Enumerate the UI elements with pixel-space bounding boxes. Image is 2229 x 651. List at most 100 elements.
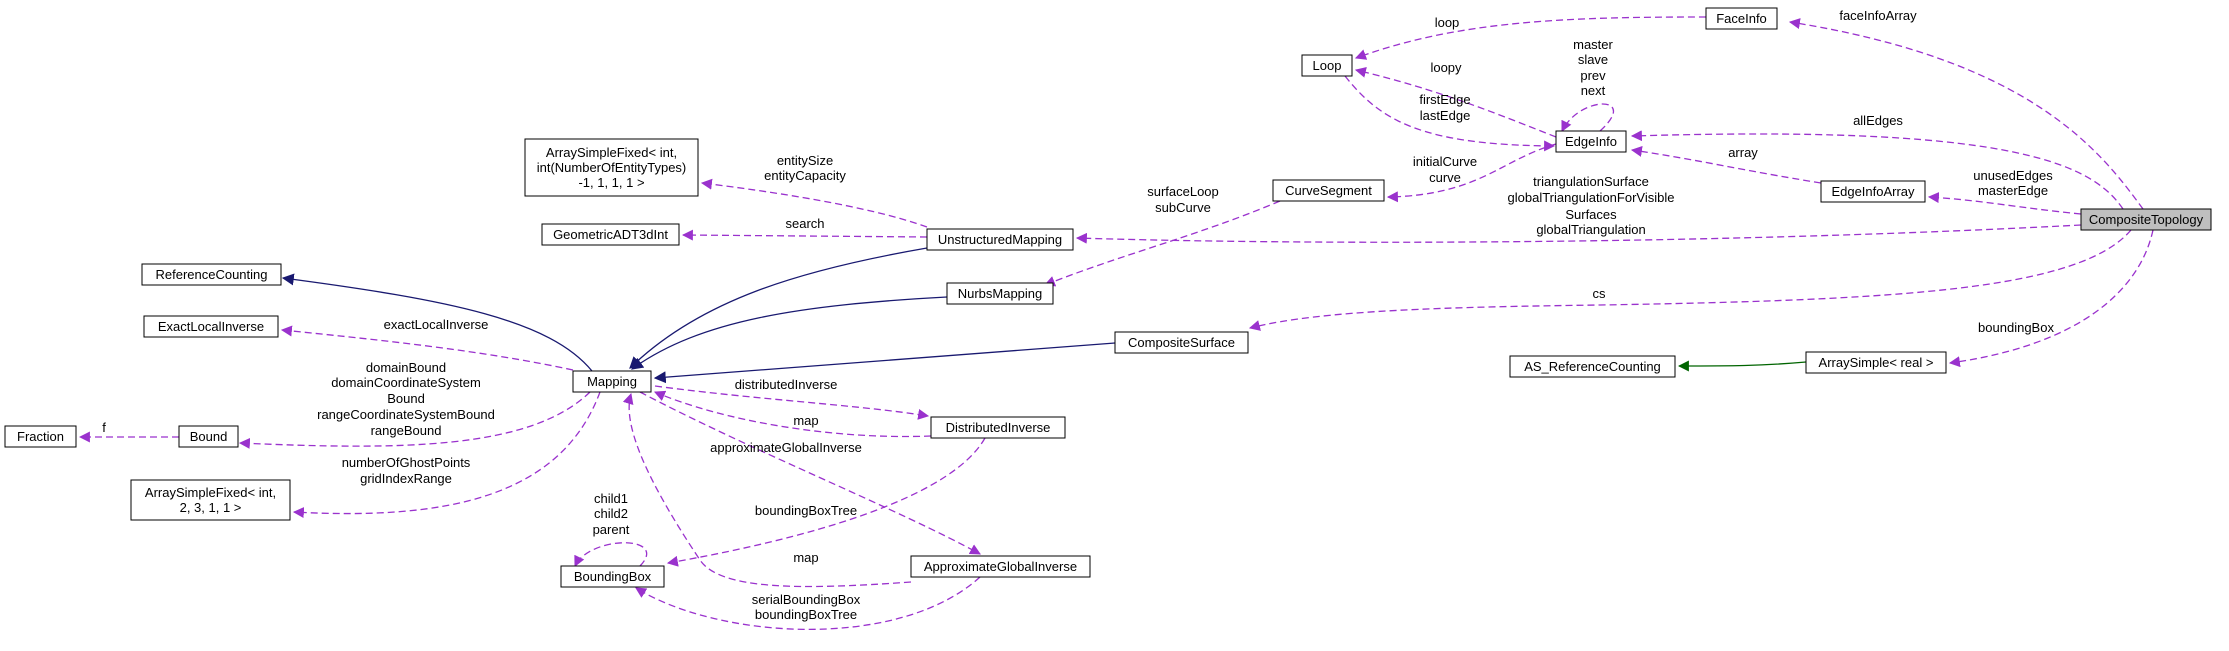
class-node-Mapping[interactable]: Mapping xyxy=(572,370,652,393)
edge-label: approximateGlobalInverse xyxy=(710,440,862,455)
edge-line-inherit-refcount xyxy=(281,273,593,372)
class-node-CompositeSurface[interactable]: CompositeSurface xyxy=(1114,331,1249,354)
class-node-box xyxy=(143,315,279,338)
edge-loopy: loopy xyxy=(1354,60,1557,138)
class-node-label: ReferenceCounting xyxy=(155,267,267,282)
edge-label: masterEdge xyxy=(1978,183,2048,198)
class-node-label: AS_ReferenceCounting xyxy=(1524,359,1661,374)
class-node-label: ApproximateGlobalInverse xyxy=(924,559,1077,574)
edge-label: exactLocalInverse xyxy=(384,317,489,332)
class-node-box xyxy=(1705,7,1778,30)
class-node-CompositeTopology[interactable]: CompositeTopology xyxy=(2080,208,2212,231)
edge-line-faceInfoArray xyxy=(1788,18,2144,210)
edge-line-triangulation xyxy=(1075,224,2082,244)
class-node-CurveSegment[interactable]: CurveSegment xyxy=(1272,179,1385,202)
class-node-NurbsMapping[interactable]: NurbsMapping xyxy=(946,282,1054,305)
class-node-Bound[interactable]: Bound xyxy=(178,425,239,448)
edge-label: surfaceLoop xyxy=(1147,184,1219,199)
edge-label: array xyxy=(1728,145,1758,160)
edge-label: lastEdge xyxy=(1420,108,1471,123)
class-node-label: EdgeInfo xyxy=(1565,134,1617,149)
edge-search: search xyxy=(681,216,928,241)
class-node-ApproximateGlobalInverse[interactable]: ApproximateGlobalInverse xyxy=(910,555,1091,578)
class-node-box xyxy=(1805,351,1947,374)
edge-map-di: map xyxy=(653,390,932,438)
class-node-ExactLocalInverse[interactable]: ExactLocalInverse xyxy=(143,315,279,338)
class-node-label: ArraySimpleFixed< int, xyxy=(546,145,677,160)
edge-label: next xyxy=(1581,83,1606,98)
class-node-EdgeInfo[interactable]: EdgeInfo xyxy=(1555,130,1627,153)
class-node-ArraySimpleReal[interactable]: ArraySimple< real > xyxy=(1805,351,1947,374)
edge-line-inherit-nurbs xyxy=(631,296,948,370)
edge-boundingBoxTree: boundingBoxTree xyxy=(666,437,986,567)
edge-label: Surfaces xyxy=(1565,207,1617,222)
edge-template-arraysimple xyxy=(1677,360,1807,372)
class-node-box xyxy=(910,555,1091,578)
class-node-Loop[interactable]: Loop xyxy=(1301,54,1353,77)
edge-label: domainCoordinateSystem xyxy=(331,375,481,390)
edge-line-allEdges xyxy=(1630,130,2124,210)
class-node-label: UnstructuredMapping xyxy=(938,232,1062,247)
edge-approximateGlobalInverse: approximateGlobalInverse xyxy=(639,391,981,555)
class-node-box xyxy=(141,263,282,286)
class-node-label: Mapping xyxy=(587,374,637,389)
edge-label: child2 xyxy=(594,506,628,521)
edge-line-approximateGlobalInverse xyxy=(639,391,981,555)
class-node-ArraySimpleFixedGhost[interactable]: ArraySimpleFixed< int,2, 3, 1, 1 > xyxy=(130,479,291,521)
edge-label: boundingBox xyxy=(1978,320,2054,335)
class-node-UnstructuredMapping[interactable]: UnstructuredMapping xyxy=(926,228,1074,251)
edge-line-serialBoundingBox xyxy=(635,576,981,631)
edge-line-initialCurve xyxy=(1386,143,1557,203)
edge-line-loopy xyxy=(1354,66,1557,138)
class-node-ReferenceCounting[interactable]: ReferenceCounting xyxy=(141,263,282,286)
edge-line-bounds xyxy=(238,391,591,449)
class-node-FaceInfo[interactable]: FaceInfo xyxy=(1705,7,1778,30)
class-node-label: EdgeInfoArray xyxy=(1831,184,1915,199)
edge-array: array xyxy=(1630,145,1822,184)
class-node-box xyxy=(2080,208,2212,231)
edge-line-inherit-composite xyxy=(653,342,1116,384)
edge-label: rangeBound xyxy=(371,423,442,438)
class-node-Fraction[interactable]: Fraction xyxy=(4,425,77,448)
edge-label: domainBound xyxy=(366,360,446,375)
class-node-label: FaceInfo xyxy=(1716,11,1767,26)
class-node-box xyxy=(524,138,699,197)
class-node-label: Fraction xyxy=(17,429,64,444)
edge-label: subCurve xyxy=(1155,200,1211,215)
class-node-GeometricADT3dInt[interactable]: GeometricADT3dInt xyxy=(541,223,680,246)
class-node-box xyxy=(946,282,1054,305)
class-node-label: DistributedInverse xyxy=(946,420,1051,435)
edge-label: serialBoundingBox xyxy=(752,592,861,607)
class-node-AS_ReferenceCounting[interactable]: AS_ReferenceCounting xyxy=(1509,355,1676,378)
class-node-box xyxy=(1114,331,1249,354)
edge-loop: loop xyxy=(1354,15,1707,60)
edge-label: triangulationSurface xyxy=(1533,174,1649,189)
class-node-label: NurbsMapping xyxy=(958,286,1043,301)
edge-label: cs xyxy=(1593,286,1607,301)
edge-label: prev xyxy=(1580,68,1606,83)
class-node-label: Bound xyxy=(190,429,228,444)
class-node-BoundingBox[interactable]: BoundingBox xyxy=(560,565,665,588)
edge-inherit-unstructured xyxy=(629,247,928,369)
class-node-label: int(NumberOfEntityTypes) xyxy=(537,160,687,175)
class-node-ArraySimpleFixedEntity[interactable]: ArraySimpleFixed< int,int(NumberOfEntity… xyxy=(524,138,699,197)
class-node-DistributedInverse[interactable]: DistributedInverse xyxy=(930,416,1066,439)
class-node-box xyxy=(1820,180,1926,203)
edge-f: f xyxy=(78,420,179,443)
class-node-EdgeInfoArray[interactable]: EdgeInfoArray xyxy=(1820,180,1926,203)
class-node-label: -1, 1, 1, 1 > xyxy=(578,175,644,190)
class-node-label: BoundingBox xyxy=(574,569,652,584)
class-node-box xyxy=(541,223,680,246)
edge-label: curve xyxy=(1429,170,1461,185)
edge-label: map xyxy=(793,550,818,565)
class-node-box xyxy=(930,416,1066,439)
edge-label: firstEdge xyxy=(1419,92,1470,107)
